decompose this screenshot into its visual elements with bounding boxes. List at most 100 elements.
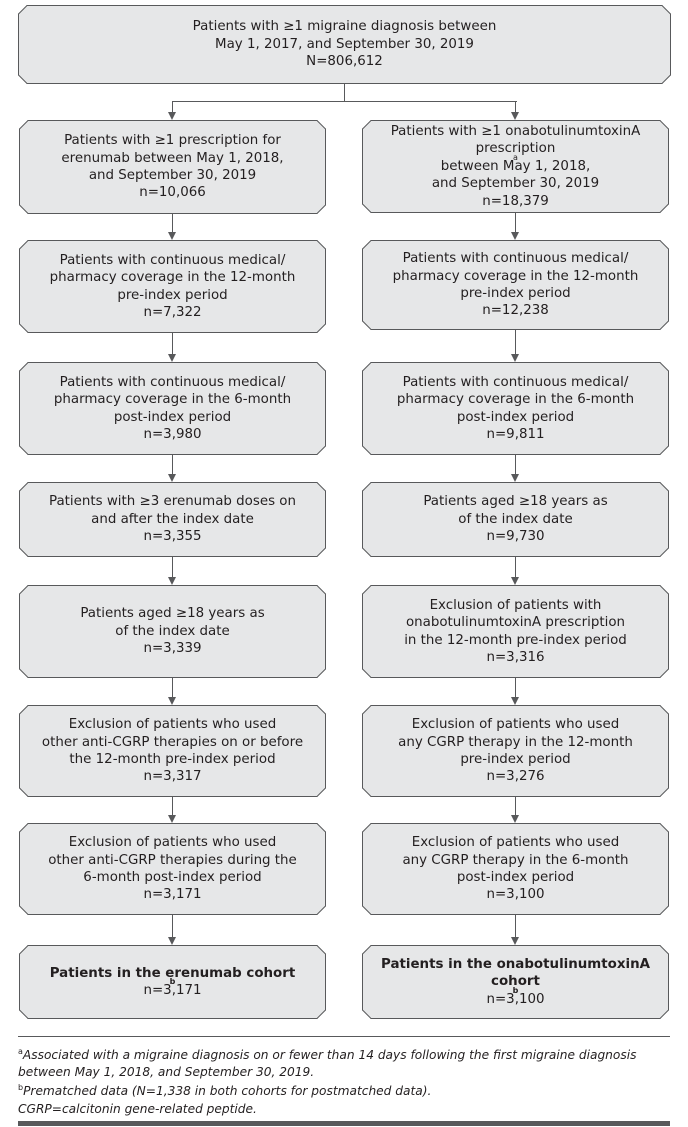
box-line-text: n=3,100 xyxy=(486,887,545,903)
arrow-shaft xyxy=(172,557,173,577)
footnote-mark: b xyxy=(18,1082,24,1092)
split-connector xyxy=(344,84,345,102)
box-line: May 1, 2017, and September 30, 2019 xyxy=(193,36,497,53)
box-line: Exclusion of patients who used xyxy=(48,834,297,851)
arrowhead xyxy=(168,474,176,482)
box-line-text: n=3,355 xyxy=(143,529,202,545)
box-line-text: other anti-CGRP therapies during the xyxy=(48,852,297,868)
box-line: Patients with continuous medical/ xyxy=(50,252,296,269)
box-line: n=7,322 xyxy=(50,304,296,321)
box-line: erenumab between May 1, 2018, xyxy=(61,150,283,167)
box-line: n=3,100 xyxy=(402,886,628,903)
box-line-text: of the index date xyxy=(458,511,573,527)
box-line-text: pharmacy coverage in the 12-month xyxy=(392,268,639,284)
arrowhead xyxy=(168,354,176,362)
box-line: Patients aged ≥18 years as xyxy=(80,605,264,622)
box-line-text: onabotulinumtoxinA prescription xyxy=(405,615,626,631)
box-line: Patients with ≥3 erenumab doses on xyxy=(49,493,296,510)
box-line-text: n=3,171 xyxy=(143,887,202,903)
box-line: n=3,316 xyxy=(404,649,627,666)
box-line-text: n=3,316 xyxy=(486,649,545,665)
arrow-shaft xyxy=(172,101,173,112)
box-line: pharmacy coverage in the 6-month xyxy=(54,391,291,408)
arrowhead xyxy=(511,232,519,240)
box-line-text: Patients with ≥1 prescription for xyxy=(64,133,281,149)
box-line-text: n=9,811 xyxy=(486,426,545,442)
box-line: Patients with ≥1 migraine diagnosis betw… xyxy=(193,18,497,35)
arrow-shaft xyxy=(172,455,173,474)
box-line-text: of the index date xyxy=(115,623,230,639)
box-line: n=3,339 xyxy=(80,640,264,657)
box-line-text: Patients aged ≥18 years as xyxy=(423,494,608,510)
box-line: Patients aged ≥18 years as xyxy=(423,493,607,510)
arrowhead xyxy=(168,697,176,705)
box-line-text: Patients with continuous medical/ xyxy=(59,374,286,390)
box-line-text: Patients with ≥1 migraine diagnosis betw… xyxy=(192,19,497,35)
box-line: any CGRP therapy in the 12-month xyxy=(398,734,633,751)
left-step-box: Patients with continuous medical/pharmac… xyxy=(19,240,326,333)
box-line-text: Exclusion of patients who used xyxy=(68,717,277,733)
box-line: Exclusion of patients who used xyxy=(398,716,633,733)
box-line: n=10,066 xyxy=(61,184,283,201)
box-line: pre-index period xyxy=(50,287,296,304)
box-line: n=18,379 xyxy=(391,193,641,210)
box-line-text: n=10,066 xyxy=(139,185,206,201)
box-line-text: between May 1, 2018, xyxy=(440,158,591,174)
box-line-text: other anti-CGRP therapies on or before xyxy=(41,734,304,750)
arrow-shaft xyxy=(515,557,516,577)
box-line-text: 6-month post-index period xyxy=(83,870,262,885)
box-line: Patients with continuous medical/ xyxy=(393,250,639,267)
box-line-text: and September 30, 2019 xyxy=(88,168,257,183)
box-line-text: post-index period xyxy=(456,870,575,885)
arrow-shaft xyxy=(515,678,516,697)
arrowhead xyxy=(511,474,519,482)
box-line-text: Patients with continuous medical/ xyxy=(402,374,629,390)
arrow-shaft xyxy=(172,915,173,937)
arrowhead xyxy=(511,112,519,120)
box-line-text: Patients with ≥3 erenumab doses on xyxy=(48,494,296,510)
left-step-box: Patients with continuous medical/pharmac… xyxy=(19,362,326,455)
box-line-text: n=3,980 xyxy=(143,426,202,442)
arrow-shaft xyxy=(515,101,516,112)
box-line-text: N=806,612 xyxy=(306,54,383,70)
box-line: post-index period xyxy=(397,409,634,426)
right-step-box: Patients with continuous medical/pharmac… xyxy=(362,362,669,455)
box-line-text: post-index period xyxy=(456,409,575,425)
box-line-text: Patients with continuous medical/ xyxy=(402,251,629,267)
box-line-text: Exclusion of patients with xyxy=(429,597,602,613)
box-line: n=3,171 xyxy=(48,886,297,903)
arrow-shaft xyxy=(172,678,173,697)
box-line: Patients with continuous medical/ xyxy=(397,374,634,391)
box-line-text: Exclusion of patients who used xyxy=(411,835,620,851)
box-line-text: Patients with continuous medical/ xyxy=(59,252,286,268)
arrowhead xyxy=(511,937,519,945)
box-line-text: n=3,100 xyxy=(486,991,545,1007)
box-line-text: any CGRP therapy in the 12-month xyxy=(398,734,633,750)
box-line: Exclusion of patients who used xyxy=(402,834,628,851)
arrow-shaft xyxy=(515,915,516,937)
box-line-text: n=18,379 xyxy=(482,193,549,209)
box-line-text: n=3,339 xyxy=(143,641,202,657)
box-line-text: Exclusion of patients who used xyxy=(411,717,620,733)
box-line: of the index date xyxy=(423,511,607,528)
footnote-text: CGRP=calcitonin gene-related peptide. xyxy=(18,1102,257,1117)
box-line-text: any CGRP therapy in the 6-month xyxy=(402,852,629,868)
arrow-shaft xyxy=(515,797,516,815)
box-line: and September 30, 2019 xyxy=(391,175,641,192)
box-line: n=3,276 xyxy=(398,768,633,785)
